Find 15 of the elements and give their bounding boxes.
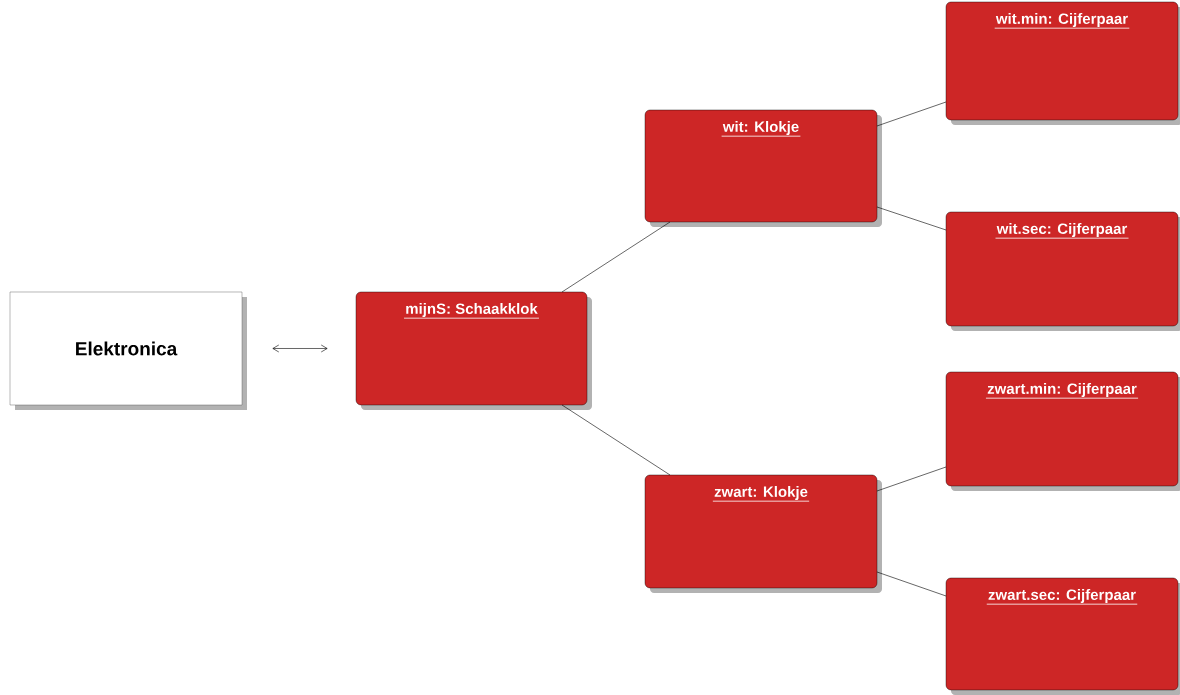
object-box: zwart: Klokje bbox=[644, 474, 882, 593]
connector-line bbox=[876, 206, 947, 231]
connector-line bbox=[876, 571, 947, 597]
object-box: wit: Klokje bbox=[644, 109, 882, 227]
connector-line bbox=[561, 221, 671, 293]
object-box: zwart.min: Cijferpaar bbox=[945, 371, 1180, 491]
object-box: mijnS: Schaakklok bbox=[355, 291, 592, 410]
object-box: wit.min: Cijferpaar bbox=[945, 1, 1180, 125]
object-box: zwart.sec: Cijferpaar bbox=[945, 577, 1180, 695]
component-box: Elektronica bbox=[9, 291, 247, 410]
connector-line bbox=[876, 466, 947, 492]
object-box: wit.sec: Cijferpaar bbox=[945, 211, 1180, 331]
double-arrow bbox=[272, 344, 328, 353]
connector-line bbox=[561, 404, 671, 476]
connector-line bbox=[876, 101, 947, 127]
